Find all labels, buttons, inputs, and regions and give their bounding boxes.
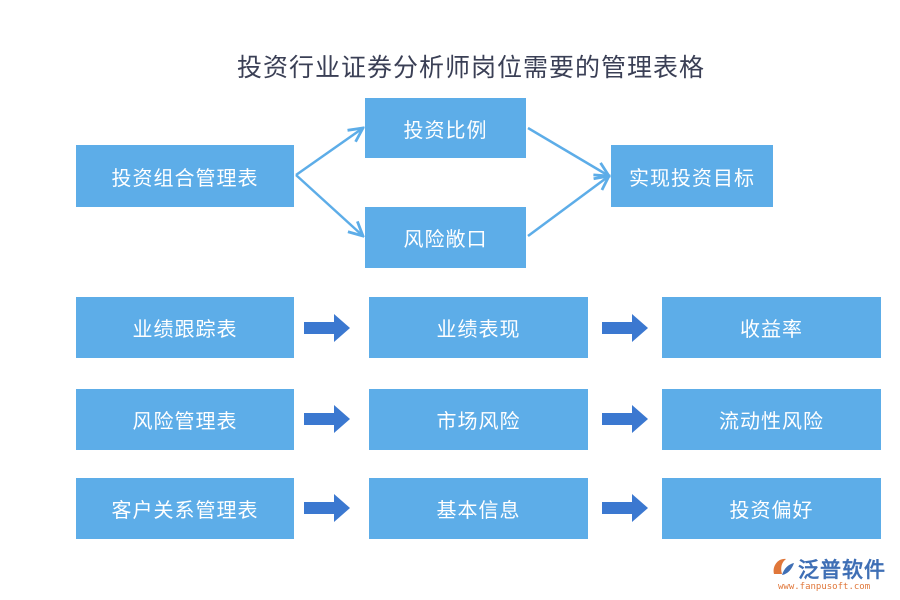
diagram-title: 投资行业证券分析师岗位需要的管理表格 (236, 53, 705, 82)
brand-mark-icon (773, 558, 794, 575)
row2-right-node: 流动性风险 (662, 389, 881, 450)
row3-right-node: 投资偏好 (662, 478, 881, 539)
row3-left-node: 客户关系管理表 (76, 478, 294, 539)
block-arrow-row2-a (304, 405, 350, 433)
arrow-source-to-lower (295, 174, 363, 236)
brand-name: 泛普软件 (798, 558, 886, 582)
block-arrow-row1-b (602, 314, 648, 342)
row2-middle-node: 市场风险 (369, 389, 588, 450)
node-investment-ratio: 投资比例 (365, 98, 526, 158)
row1-left-node: 业绩跟踪表 (76, 297, 294, 358)
arrow-lower-to-target (527, 176, 609, 238)
row3-middle-node: 基本信息 (369, 478, 588, 539)
row1-right-node: 收益率 (662, 297, 881, 358)
node-investment-goal: 实现投资目标 (611, 145, 773, 207)
block-arrow-row3-b (602, 494, 648, 522)
row1-middle-node: 业绩表现 (369, 297, 588, 358)
brand-url: www.fanpusoft.com (778, 582, 871, 592)
block-arrow-row1-a (304, 314, 350, 342)
block-arrow-row3-a (304, 494, 350, 522)
node-portfolio-table: 投资组合管理表 (76, 145, 294, 207)
arrow-source-to-upper (295, 128, 363, 177)
node-risk-exposure: 风险敞口 (365, 207, 526, 268)
row2-left-node: 风险管理表 (76, 389, 294, 450)
brand-logo: 泛普软件 www.fanpusoft.com (770, 552, 895, 596)
block-arrow-row2-b (602, 405, 648, 433)
arrow-upper-to-target (527, 126, 609, 176)
